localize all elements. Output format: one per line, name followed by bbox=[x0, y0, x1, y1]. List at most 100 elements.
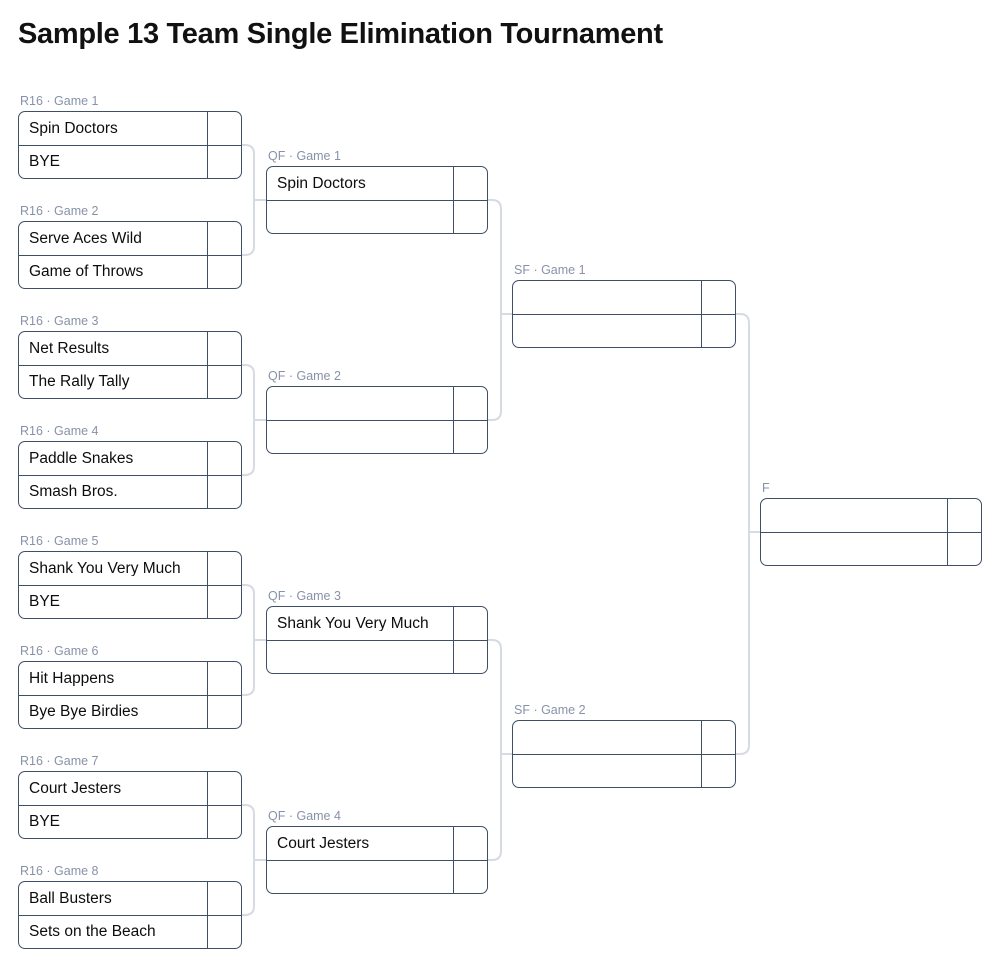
score-cell[interactable] bbox=[207, 256, 241, 288]
team-slot-bottom[interactable] bbox=[761, 532, 981, 565]
team-slot-top[interactable]: Shank You Very Much bbox=[267, 607, 487, 640]
match-box bbox=[512, 720, 736, 788]
score-cell[interactable] bbox=[453, 607, 487, 640]
team-slot-bottom[interactable] bbox=[513, 754, 735, 787]
score-cell[interactable] bbox=[453, 201, 487, 233]
score-cell[interactable] bbox=[701, 315, 735, 347]
match-box: Court Jesters bbox=[266, 826, 488, 894]
score-cell[interactable] bbox=[207, 112, 241, 145]
team-slot-top[interactable]: Net Results bbox=[19, 332, 241, 365]
team-slot-bottom[interactable]: BYE bbox=[19, 145, 241, 178]
team-name: BYE bbox=[29, 594, 61, 610]
team-slot-bottom[interactable] bbox=[267, 200, 487, 233]
score-cell[interactable] bbox=[207, 146, 241, 178]
team-slot-top[interactable]: Shank You Very Much bbox=[19, 552, 241, 585]
team-name: BYE bbox=[29, 814, 61, 830]
team-name: BYE bbox=[29, 154, 61, 170]
score-cell[interactable] bbox=[207, 552, 241, 585]
score-cell[interactable] bbox=[453, 421, 487, 453]
team-slot-bottom[interactable] bbox=[513, 314, 735, 347]
score-cell[interactable] bbox=[207, 882, 241, 915]
team-slot-top[interactable] bbox=[513, 281, 735, 314]
team-name: Bye Bye Birdies bbox=[29, 704, 139, 720]
score-cell[interactable] bbox=[207, 916, 241, 948]
score-cell[interactable] bbox=[207, 222, 241, 255]
score-cell[interactable] bbox=[947, 533, 981, 565]
team-name: Spin Doctors bbox=[277, 175, 366, 192]
score-cell[interactable] bbox=[207, 366, 241, 398]
score-cell[interactable] bbox=[453, 827, 487, 860]
score-cell[interactable] bbox=[207, 442, 241, 475]
team-slot-bottom[interactable]: The Rally Tally bbox=[19, 365, 241, 398]
team-name: Spin Doctors bbox=[29, 120, 118, 137]
team-slot-bottom[interactable]: Smash Bros. bbox=[19, 475, 241, 508]
match-qf-3[interactable]: QF · Game 3 Shank You Very Much bbox=[266, 589, 488, 674]
team-slot-top[interactable]: Serve Aces Wild bbox=[19, 222, 241, 255]
score-cell[interactable] bbox=[207, 696, 241, 728]
score-cell[interactable] bbox=[207, 662, 241, 695]
team-slot-bottom[interactable]: BYE bbox=[19, 585, 241, 618]
score-cell[interactable] bbox=[947, 499, 981, 532]
score-cell[interactable] bbox=[207, 586, 241, 618]
score-cell[interactable] bbox=[207, 332, 241, 365]
score-cell[interactable] bbox=[701, 281, 735, 314]
team-name: Ball Busters bbox=[29, 890, 112, 907]
score-cell[interactable] bbox=[207, 476, 241, 508]
team-name: Paddle Snakes bbox=[29, 450, 134, 467]
score-cell[interactable] bbox=[207, 806, 241, 838]
score-cell[interactable] bbox=[701, 755, 735, 787]
team-slot-top[interactable] bbox=[267, 387, 487, 420]
team-slot-bottom[interactable] bbox=[267, 860, 487, 893]
match-label: R16 · Game 6 bbox=[20, 644, 99, 658]
match-label: R16 · Game 4 bbox=[20, 424, 99, 438]
score-cell[interactable] bbox=[701, 721, 735, 754]
connector-r16-qf-1 bbox=[241, 144, 255, 256]
match-sf-1[interactable]: SF · Game 1 bbox=[512, 263, 736, 348]
team-slot-bottom[interactable]: Bye Bye Birdies bbox=[19, 695, 241, 728]
team-slot-top[interactable]: Spin Doctors bbox=[19, 112, 241, 145]
team-slot-top[interactable]: Ball Busters bbox=[19, 882, 241, 915]
connector-sf-f-1 bbox=[735, 313, 750, 755]
team-slot-top[interactable]: Spin Doctors bbox=[267, 167, 487, 200]
score-cell[interactable] bbox=[453, 861, 487, 893]
team-slot-bottom[interactable]: Game of Throws bbox=[19, 255, 241, 288]
team-slot-top[interactable]: Hit Happens bbox=[19, 662, 241, 695]
connector-r16-qf-2 bbox=[241, 364, 255, 476]
match-box bbox=[760, 498, 982, 566]
team-slot-top[interactable] bbox=[761, 499, 981, 532]
team-name: Hit Happens bbox=[29, 670, 115, 687]
match-label: QF · Game 3 bbox=[268, 589, 341, 603]
team-slot-bottom[interactable]: Sets on the Beach bbox=[19, 915, 241, 948]
team-slot-top[interactable]: Court Jesters bbox=[19, 772, 241, 805]
team-slot-bottom[interactable] bbox=[267, 640, 487, 673]
team-slot-bottom[interactable] bbox=[267, 420, 487, 453]
score-cell[interactable] bbox=[453, 167, 487, 200]
team-name: Net Results bbox=[29, 340, 110, 357]
match-f-1[interactable]: F bbox=[760, 481, 982, 566]
connector-qf-sf-2 bbox=[487, 639, 502, 861]
match-label: QF · Game 2 bbox=[268, 369, 341, 383]
score-cell[interactable] bbox=[453, 387, 487, 420]
team-slot-top[interactable]: Paddle Snakes bbox=[19, 442, 241, 475]
match-sf-2[interactable]: SF · Game 2 bbox=[512, 703, 736, 788]
score-cell[interactable] bbox=[453, 641, 487, 673]
team-slot-bottom[interactable]: BYE bbox=[19, 805, 241, 838]
match-qf-2[interactable]: QF · Game 2 bbox=[266, 369, 488, 454]
team-slot-top[interactable]: Court Jesters bbox=[267, 827, 487, 860]
score-cell[interactable] bbox=[207, 772, 241, 805]
team-slot-top[interactable] bbox=[513, 721, 735, 754]
